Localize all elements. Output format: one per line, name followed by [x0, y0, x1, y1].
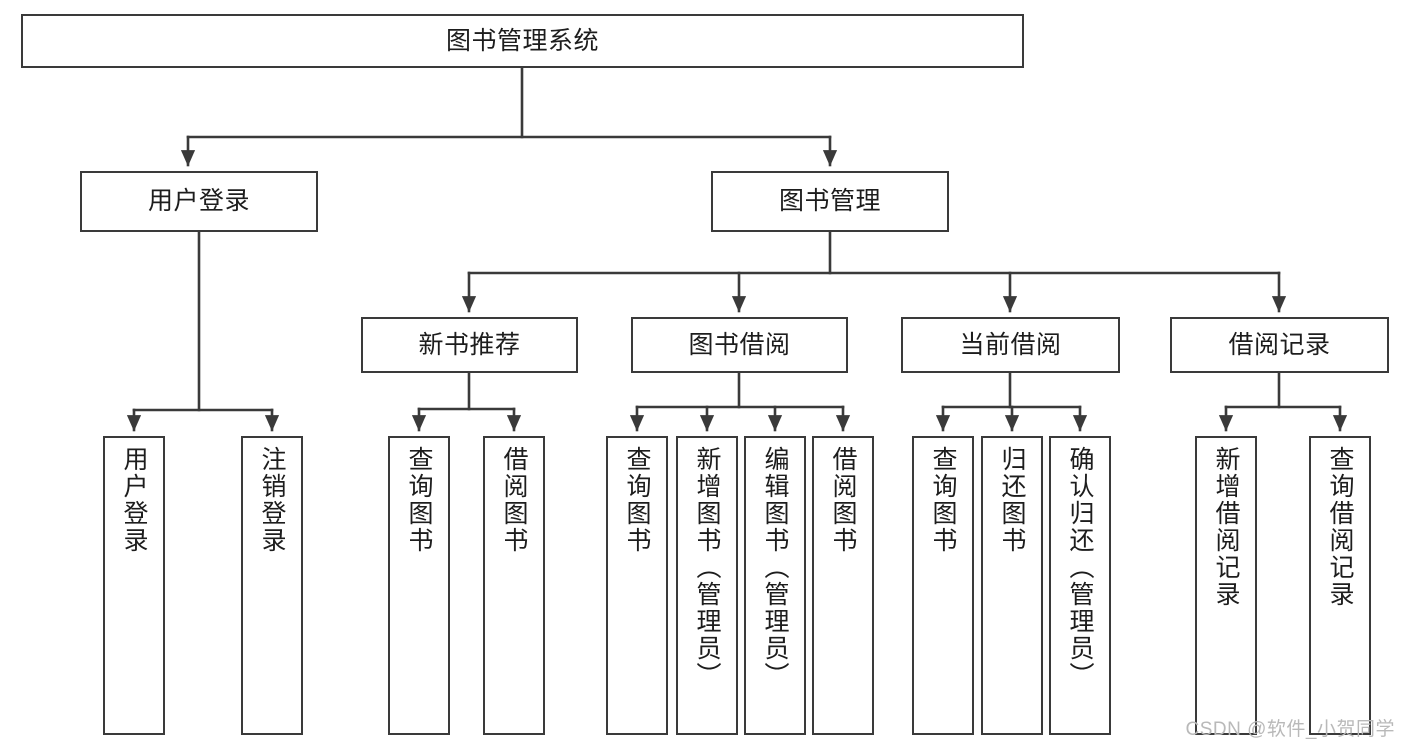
node-label: 图书借阅	[688, 330, 791, 359]
leaf-query-book-borrow[interactable]: 查询图书	[606, 436, 668, 735]
leaf-query-borrow-record[interactable]: 查询借阅记录	[1309, 436, 1371, 735]
node-label: 归还图书	[998, 446, 1026, 554]
node-root-system[interactable]: 图书管理系统	[21, 14, 1024, 68]
node-label: 确认归还（管理员）	[1066, 446, 1094, 689]
node-label: 用户登录	[120, 446, 148, 554]
node-current-borrow[interactable]: 当前借阅	[901, 317, 1120, 373]
leaf-add-borrow-record[interactable]: 新增借阅记录	[1195, 436, 1257, 735]
node-label: 借阅图书	[829, 446, 857, 554]
node-label: 新增图书（管理员）	[693, 446, 721, 689]
node-label: 查询借阅记录	[1326, 446, 1354, 608]
leaf-borrow-book[interactable]: 借阅图书	[812, 436, 874, 735]
leaf-query-book-current[interactable]: 查询图书	[912, 436, 974, 735]
node-book-borrow[interactable]: 图书借阅	[631, 317, 848, 373]
node-label: 借阅图书	[500, 446, 528, 554]
leaf-confirm-return[interactable]: 确认归还（管理员）	[1049, 436, 1111, 735]
leaf-add-book[interactable]: 新增图书（管理员）	[676, 436, 738, 735]
csdn-watermark: CSDN @软件_小贺同学	[1185, 719, 1395, 740]
leaf-logout-login[interactable]: 注销登录	[241, 436, 303, 735]
node-borrow-record[interactable]: 借阅记录	[1170, 317, 1389, 373]
node-label: 查询图书	[405, 446, 433, 554]
node-label: 查询图书	[623, 446, 651, 554]
node-user-login[interactable]: 用户登录	[80, 171, 318, 232]
node-label: 借阅记录	[1228, 330, 1331, 359]
node-label: 编辑图书（管理员）	[761, 446, 789, 689]
node-label: 图书管理	[778, 187, 881, 216]
leaf-query-book-recommend[interactable]: 查询图书	[388, 436, 450, 735]
node-label: 新书推荐	[418, 330, 521, 359]
node-new-book-recommend[interactable]: 新书推荐	[361, 317, 578, 373]
node-label: 新增借阅记录	[1212, 446, 1240, 608]
node-label: 查询图书	[929, 446, 957, 554]
leaf-borrow-book-recommend[interactable]: 借阅图书	[483, 436, 545, 735]
leaf-return-book[interactable]: 归还图书	[981, 436, 1043, 735]
leaf-edit-book[interactable]: 编辑图书（管理员）	[744, 436, 806, 735]
node-label: 图书管理系统	[445, 26, 599, 55]
node-label: 当前借阅	[959, 330, 1062, 359]
node-label: 用户登录	[147, 187, 250, 216]
node-book-management[interactable]: 图书管理	[711, 171, 949, 232]
node-label: 注销登录	[258, 446, 286, 554]
leaf-user-login[interactable]: 用户登录	[103, 436, 165, 735]
